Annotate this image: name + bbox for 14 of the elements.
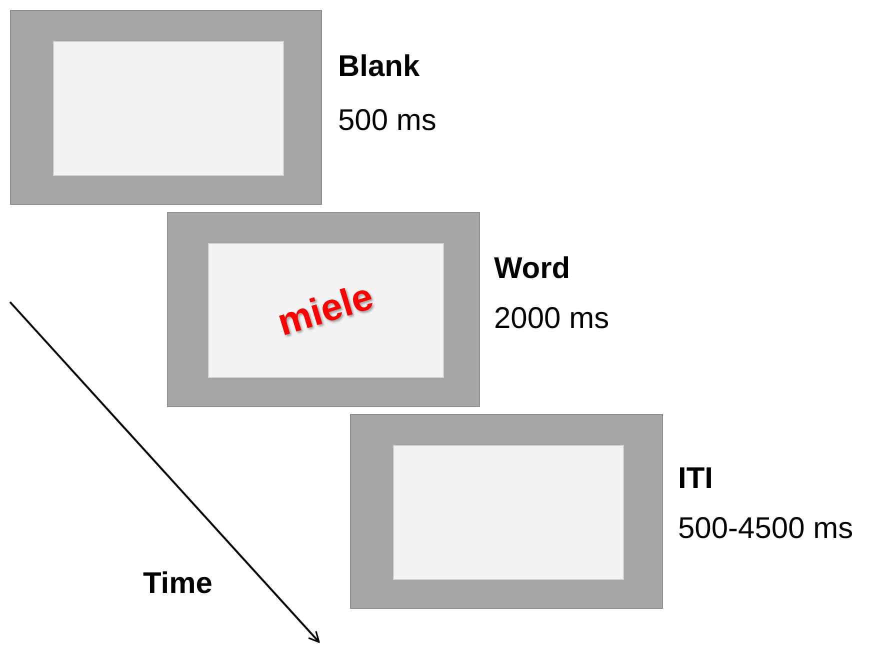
screen-display — [208, 243, 444, 378]
stimulus-word: miele — [273, 276, 379, 346]
duration-label: 500 ms — [338, 104, 436, 137]
phase-name: Word — [494, 252, 570, 285]
phase-name: ITI — [678, 462, 713, 495]
screen-display — [53, 41, 284, 176]
duration-label: 2000 ms — [494, 302, 610, 335]
screen-display — [393, 445, 624, 580]
duration-label: 500-4500 ms — [678, 512, 854, 545]
axis-label: Time — [143, 567, 212, 600]
screen-frame — [350, 414, 663, 609]
screen-frame — [10, 10, 322, 205]
screen-frame — [167, 212, 480, 407]
phase-name: Blank — [338, 50, 420, 83]
